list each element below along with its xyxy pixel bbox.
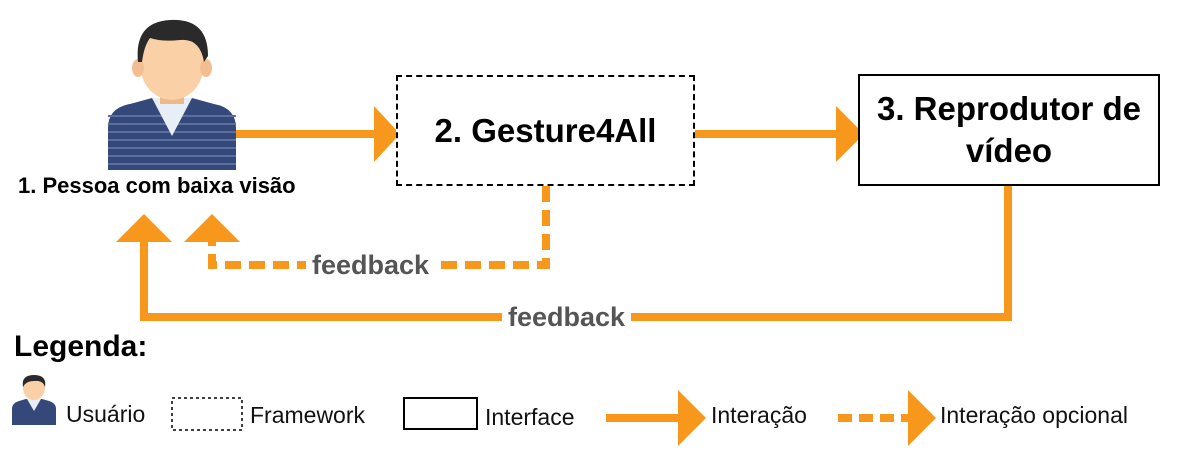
framework-node: 2. Gesture4All <box>396 75 695 186</box>
interface-node-label: 3. Reprodutor de vídeo <box>876 90 1142 169</box>
legend-framework-label: Framework <box>250 402 366 428</box>
legend-title: Legenda: <box>14 330 148 363</box>
arrow-framework-to-interface <box>694 106 864 162</box>
interaction-legend-arrow <box>606 390 706 446</box>
legend-interaction-label: Interação <box>711 402 807 428</box>
framework-node-label: 2. Gesture4All <box>434 111 657 149</box>
feedback-connector <box>116 182 1012 321</box>
framework-legend-swatch <box>171 397 243 431</box>
interface-legend-swatch <box>403 397 478 430</box>
legend-optional-interaction-label: Interação opcional <box>940 402 1128 428</box>
arrow-user-to-framework <box>230 106 400 162</box>
optional-interaction-legend-arrow <box>838 390 936 446</box>
feedback-label: feedback <box>502 301 632 333</box>
interface-node: 3. Reprodutor de vídeo <box>858 74 1160 186</box>
feedback-label-optional: feedback <box>306 249 436 281</box>
legend-interface-label: Interface <box>485 404 575 430</box>
user-legend-icon <box>12 375 56 425</box>
user-avatar-icon <box>108 19 236 170</box>
user-node-label: 1. Pessoa com baixa visão <box>18 173 296 198</box>
legend-user-label: Usuário <box>66 401 146 427</box>
